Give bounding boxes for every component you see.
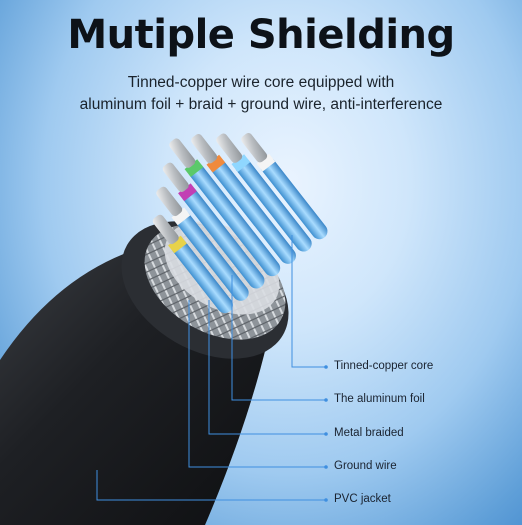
page-title: Mutiple Shielding [67,12,455,58]
callout-tinned-copper-core: Tinned-copper core [334,360,434,372]
callout-metal-braided: Metal braided [334,427,404,439]
leader-tinned-copper [291,235,326,368]
callout-ground-wire: Ground wire [334,460,397,472]
description-line-2: aluminum foil + braid + ground wire, ant… [79,96,443,113]
leader-pvc-jacket [96,470,326,501]
callout-lines [96,235,328,502]
callout-pvc-jacket: PVC jacket [334,493,391,505]
leader-ground-wire [188,300,326,468]
leader-aluminum-foil [231,275,326,401]
callout-aluminum-foil: The aluminum foil [334,393,425,405]
description-line-1: Tinned-copper wire core equipped with [127,74,395,91]
leader-metal-braided [208,300,326,435]
wire-bundle [152,133,328,314]
